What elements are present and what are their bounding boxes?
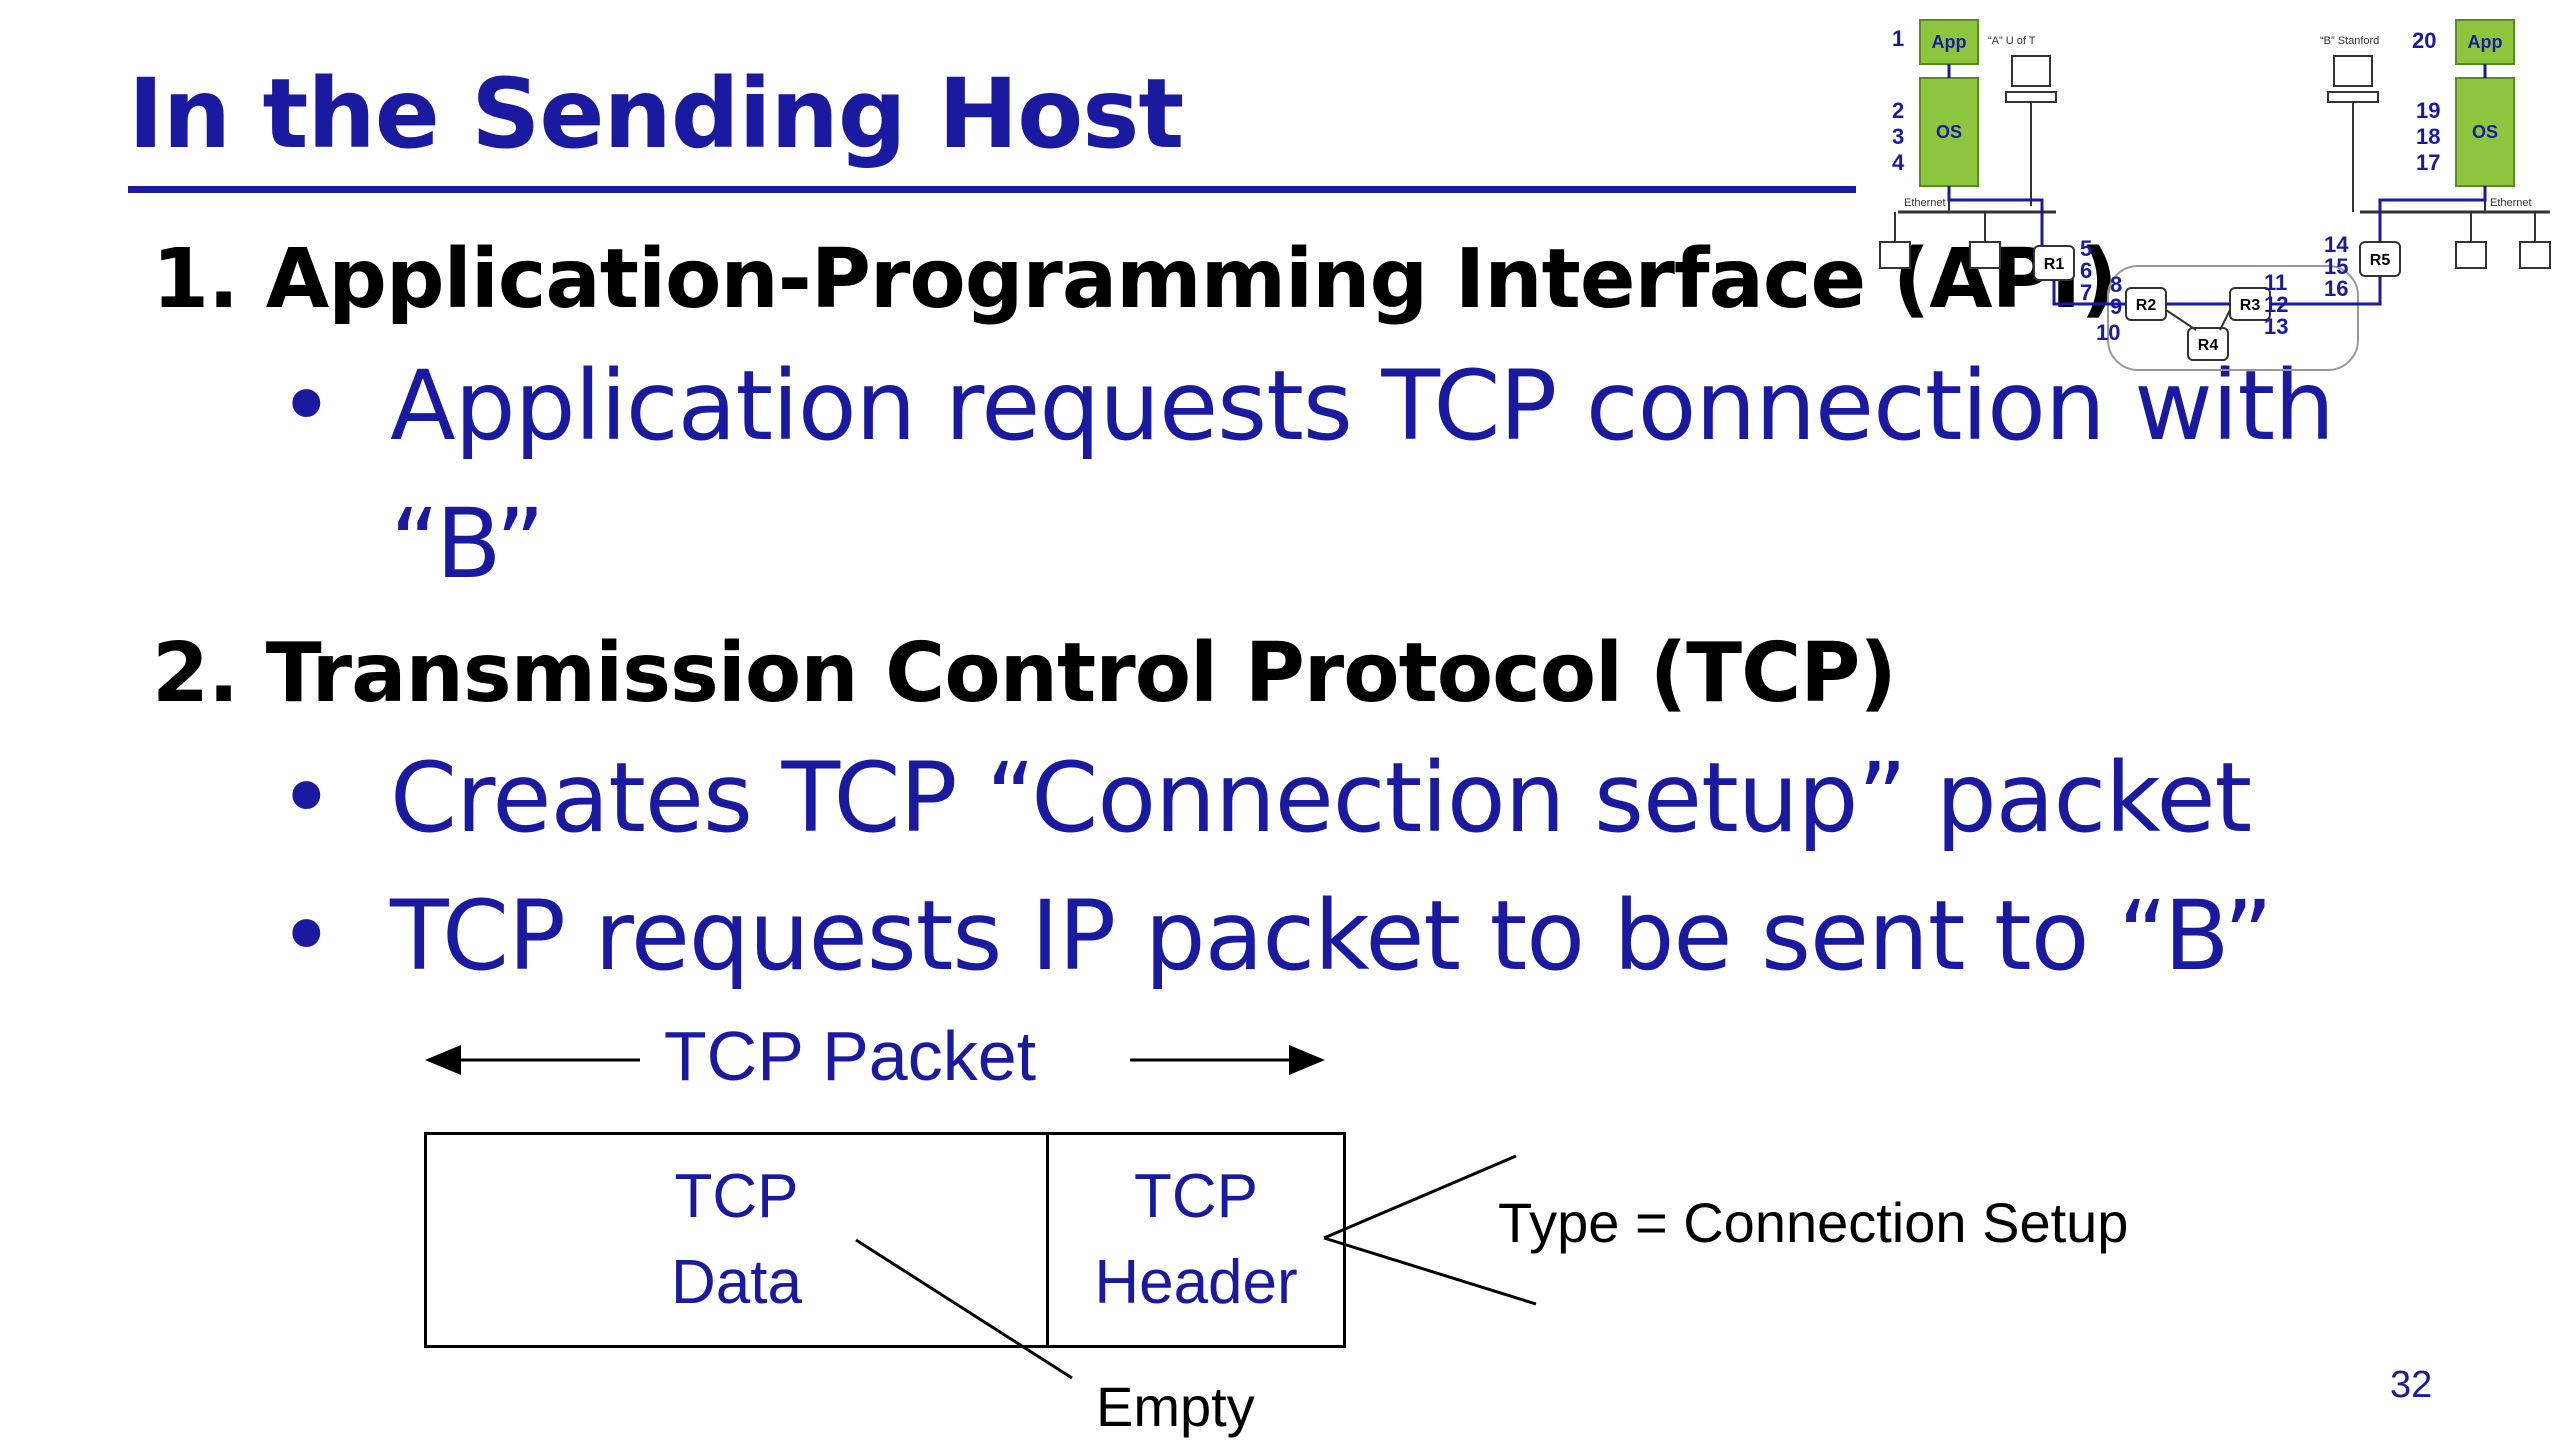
tcp-header-cell: TCP Header — [1046, 1132, 1346, 1348]
bullet-api-request: Application requests TCP connection with — [390, 350, 2335, 462]
bullet-marker: • — [278, 742, 335, 854]
network-thumbnail: App OS 1 2 3 4 “A” U of T Ethernet R1 5 … — [1879, 19, 2551, 371]
hop-number: 17 — [2416, 150, 2440, 175]
left-lan-label: Ethernet — [1904, 197, 1946, 209]
svg-text:R2: R2 — [2136, 297, 2157, 314]
title-underline — [128, 186, 1856, 193]
hop-number: 1 — [1892, 26, 1904, 51]
hop-number: 6 — [2080, 258, 2092, 283]
computer-icon — [2011, 55, 2051, 87]
tcp-header-line2: Header — [1094, 1248, 1298, 1317]
bullet-api-request-cont: “B” — [390, 488, 545, 600]
svg-text:R3: R3 — [2240, 297, 2261, 314]
type-callout-upper — [1323, 1154, 1517, 1240]
tcp-packet-label: TCP Packet — [663, 1017, 1037, 1095]
hop-number: 3 — [1892, 124, 1904, 149]
empty-callout-line — [855, 1238, 1073, 1380]
svg-text:R4: R4 — [2198, 337, 2219, 354]
hop-number: 15 — [2324, 254, 2348, 279]
right-lan-label: Ethernet — [2490, 197, 2532, 209]
hop-number: 16 — [2324, 276, 2348, 301]
computer-icon — [1969, 241, 2001, 269]
svg-text:R5: R5 — [2370, 252, 2391, 269]
left-app-label: App — [1932, 32, 1967, 52]
left-os-label: OS — [1936, 122, 1962, 142]
computer-icon — [2333, 55, 2373, 87]
right-app-box — [2455, 19, 2515, 65]
type-annotation: Type = Connection Setup — [1498, 1191, 2129, 1254]
hop-number: 19 — [2416, 98, 2440, 123]
tcp-data-cell: TCP Data — [424, 1132, 1049, 1348]
hop-number: 11 — [2264, 270, 2287, 295]
section-heading-tcp: 2. Transmission Control Protocol (TCP) — [152, 626, 1897, 721]
section-heading-api: 1. Application-Programming Interface (AP… — [152, 232, 2118, 327]
bullet-tcp-ip-request: TCP requests IP packet to be sent to “B” — [390, 880, 2273, 992]
hop-number: 2 — [1892, 98, 1904, 123]
computer-icon — [2455, 241, 2487, 269]
empty-annotation: Empty — [1096, 1375, 1255, 1438]
page-number: 32 — [2390, 1364, 2433, 1406]
core-network-cloud — [2107, 265, 2359, 371]
left-app-box — [1919, 19, 1979, 65]
hop-number: 5 — [2080, 236, 2092, 261]
hop-number: 4 — [1892, 150, 1905, 175]
right-app-label: App — [2468, 32, 2503, 52]
tcp-header-line1: TCP — [1134, 1162, 1258, 1231]
right-host-caption: “B” Stanford — [2320, 35, 2379, 47]
tcp-data-line1: TCP — [674, 1162, 799, 1231]
hop-number: 20 — [2412, 28, 2436, 53]
left-host-caption: “A” U of T — [1988, 35, 2036, 47]
svg-text:R1: R1 — [2044, 256, 2065, 273]
bullet-tcp-setup: Creates TCP “Connection setup” packet — [390, 742, 2252, 854]
hop-number: 13 — [2264, 314, 2288, 339]
type-callout-lower — [1323, 1236, 1537, 1306]
computer-icon — [2519, 241, 2551, 269]
hop-number: 7 — [2080, 280, 2092, 305]
bullet-marker: • — [278, 350, 335, 462]
right-os-box — [2455, 77, 2515, 187]
hop-number: 8 — [2110, 272, 2122, 297]
hop-number: 9 — [2110, 294, 2122, 319]
hop-number: 14 — [2324, 232, 2349, 257]
bullet-marker: • — [278, 880, 335, 992]
router-r4 — [2187, 327, 2229, 361]
right-os-label: OS — [2472, 122, 2498, 142]
hop-number: 18 — [2416, 124, 2440, 149]
slide-title: In the Sending Host — [128, 58, 1184, 170]
tcp-data-line2: Data — [671, 1248, 802, 1317]
computer-icon — [1879, 241, 1911, 269]
hop-number: 10 — [2096, 320, 2120, 345]
